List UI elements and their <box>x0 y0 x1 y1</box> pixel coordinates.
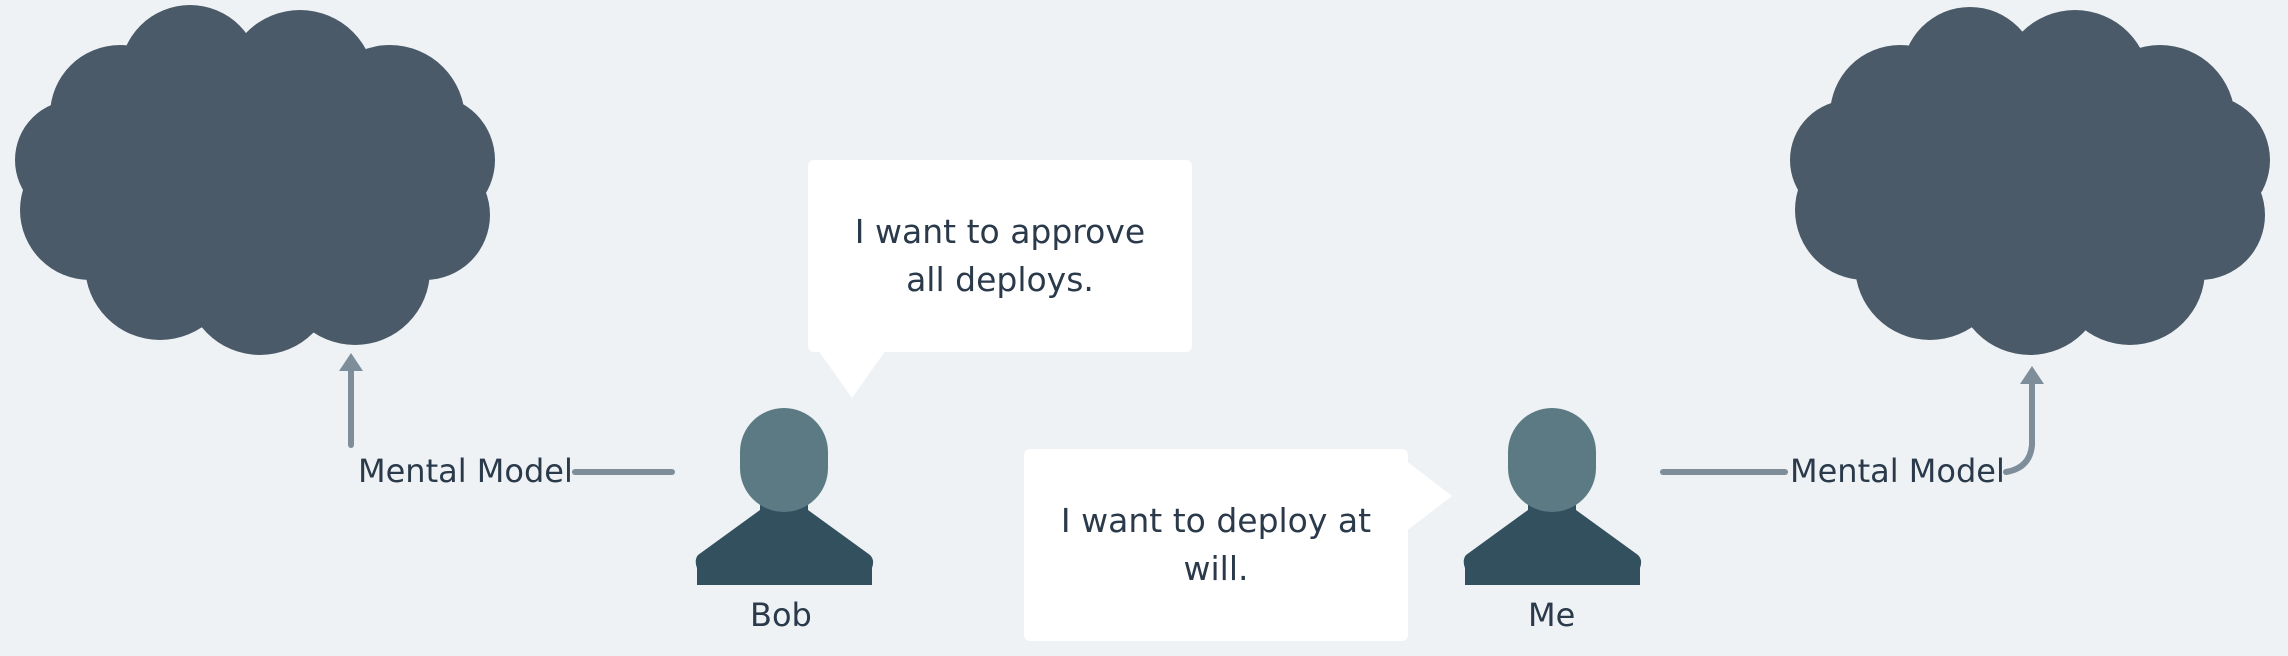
person-name-me: Me <box>1528 596 1576 634</box>
speech-bubble-bob: I want to approve all deploys. <box>808 160 1192 352</box>
cloud-icon <box>1790 7 2270 355</box>
arrow-up-icon <box>2003 366 2044 475</box>
speech-bubble-me: I want to deploy at will. <box>1024 449 1408 641</box>
person-name-bob: Bob <box>750 596 812 634</box>
bubble-tail <box>818 350 886 398</box>
mental-model-label-left: Mental Model <box>358 452 573 490</box>
bubble-tail <box>1405 460 1452 532</box>
person-icon <box>695 408 874 585</box>
person-icon <box>1463 408 1642 585</box>
bubble-text: I want to deploy at will. <box>1060 501 1372 588</box>
bubble-text: I want to approve all deploys. <box>854 212 1146 299</box>
cloud-icon <box>15 5 495 355</box>
arrow-up-icon <box>339 353 363 448</box>
mental-model-label-right: Mental Model <box>1790 452 2005 490</box>
